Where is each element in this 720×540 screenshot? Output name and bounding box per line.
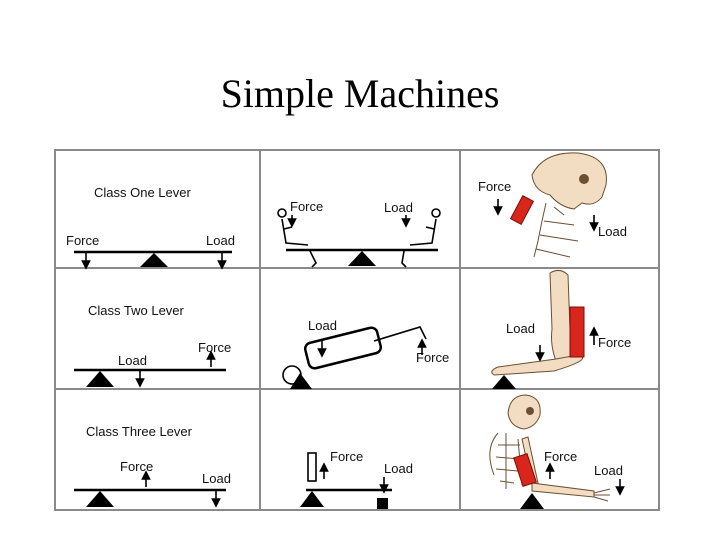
class-three-human-fulcrum [300,491,324,507]
class-two-anatomy-fulcrum [492,375,516,389]
class-two-header: Class Two Lever [88,303,185,318]
class-one-human-force-label: Force [290,199,323,214]
class-three-force-label: Force [120,459,153,474]
class-three-load-label: Load [202,471,231,486]
bicep-muscle [513,452,537,488]
class-two-human-force-label: Force [416,350,449,365]
skull-icon [531,152,607,210]
class-three-human: Force Load [300,449,413,509]
arm-skull-icon [507,394,541,430]
class-one-force-label: Force [66,233,99,248]
class-two-human-load-label: Load [308,318,337,333]
class-two-anatomy-force-label: Force [598,335,631,350]
foot-bone-icon [491,354,583,376]
class-two-human: Load Force [282,318,449,389]
class-two-handle [373,326,427,342]
class-one-anatomy-load-label: Load [598,224,627,239]
class-three-anatomy-load-label: Load [594,463,623,478]
class-one-human-load-label: Load [384,200,413,215]
class-two-fulcrum [86,371,114,387]
neck-spine-icon [533,202,579,258]
class-three-human-load-label: Load [384,461,413,476]
class-one-anatomy-force-label: Force [478,179,511,194]
forearm-bone-icon [531,482,595,498]
slide-title: Simple Machines [220,71,500,116]
class-one-human: Force Load [277,199,441,268]
arm-skull-eye [526,407,534,415]
class-one-header: Class One Lever [94,185,191,200]
class-one-human-fulcrum [348,251,376,266]
class-one-human-left-head [277,208,287,218]
class-three-header: Class Three Lever [86,424,193,439]
class-three-upright [307,452,317,482]
class-three-human-force-label: Force [330,449,363,464]
class-two-force-label: Force [198,340,231,355]
class-two-anatomy-load-label: Load [506,321,535,336]
class-one-diagram: Class One Lever Force Load [66,185,235,270]
class-one-human-right-head [431,208,441,218]
class-three-fulcrum [86,491,114,507]
class-three-anatomy-force-label: Force [544,449,577,464]
class-one-human-left-figure [281,218,309,246]
ribcage-icon [489,432,523,489]
calf-muscle [569,306,585,358]
class-two-anatomy: Load Force [491,269,631,389]
class-two-diagram: Class Two Lever Force Load [74,303,231,388]
class-two-load-label: Load [118,353,147,368]
figure-grid [54,149,660,511]
class-three-anatomy: Force Load [489,394,625,509]
skull-eye [579,174,589,184]
class-three-anatomy-fulcrum [520,493,544,509]
class-one-human-legs [309,250,407,268]
class-three-weight [377,498,388,509]
neck-muscle [509,195,535,225]
class-one-anatomy: Force Load [478,152,627,258]
class-two-human-fulcrum [290,373,312,389]
lever-figure-svg: Class One Lever Force Load Force Load Fo… [54,149,660,511]
class-one-human-right-figure [409,218,437,246]
lever-figure: Class One Lever Force Load Force Load Fo… [54,149,660,511]
class-three-diagram: Class Three Lever Force Load [74,424,231,508]
class-one-fulcrum [140,253,168,267]
hand-bone-icon [593,488,611,502]
class-one-load-label: Load [206,233,235,248]
